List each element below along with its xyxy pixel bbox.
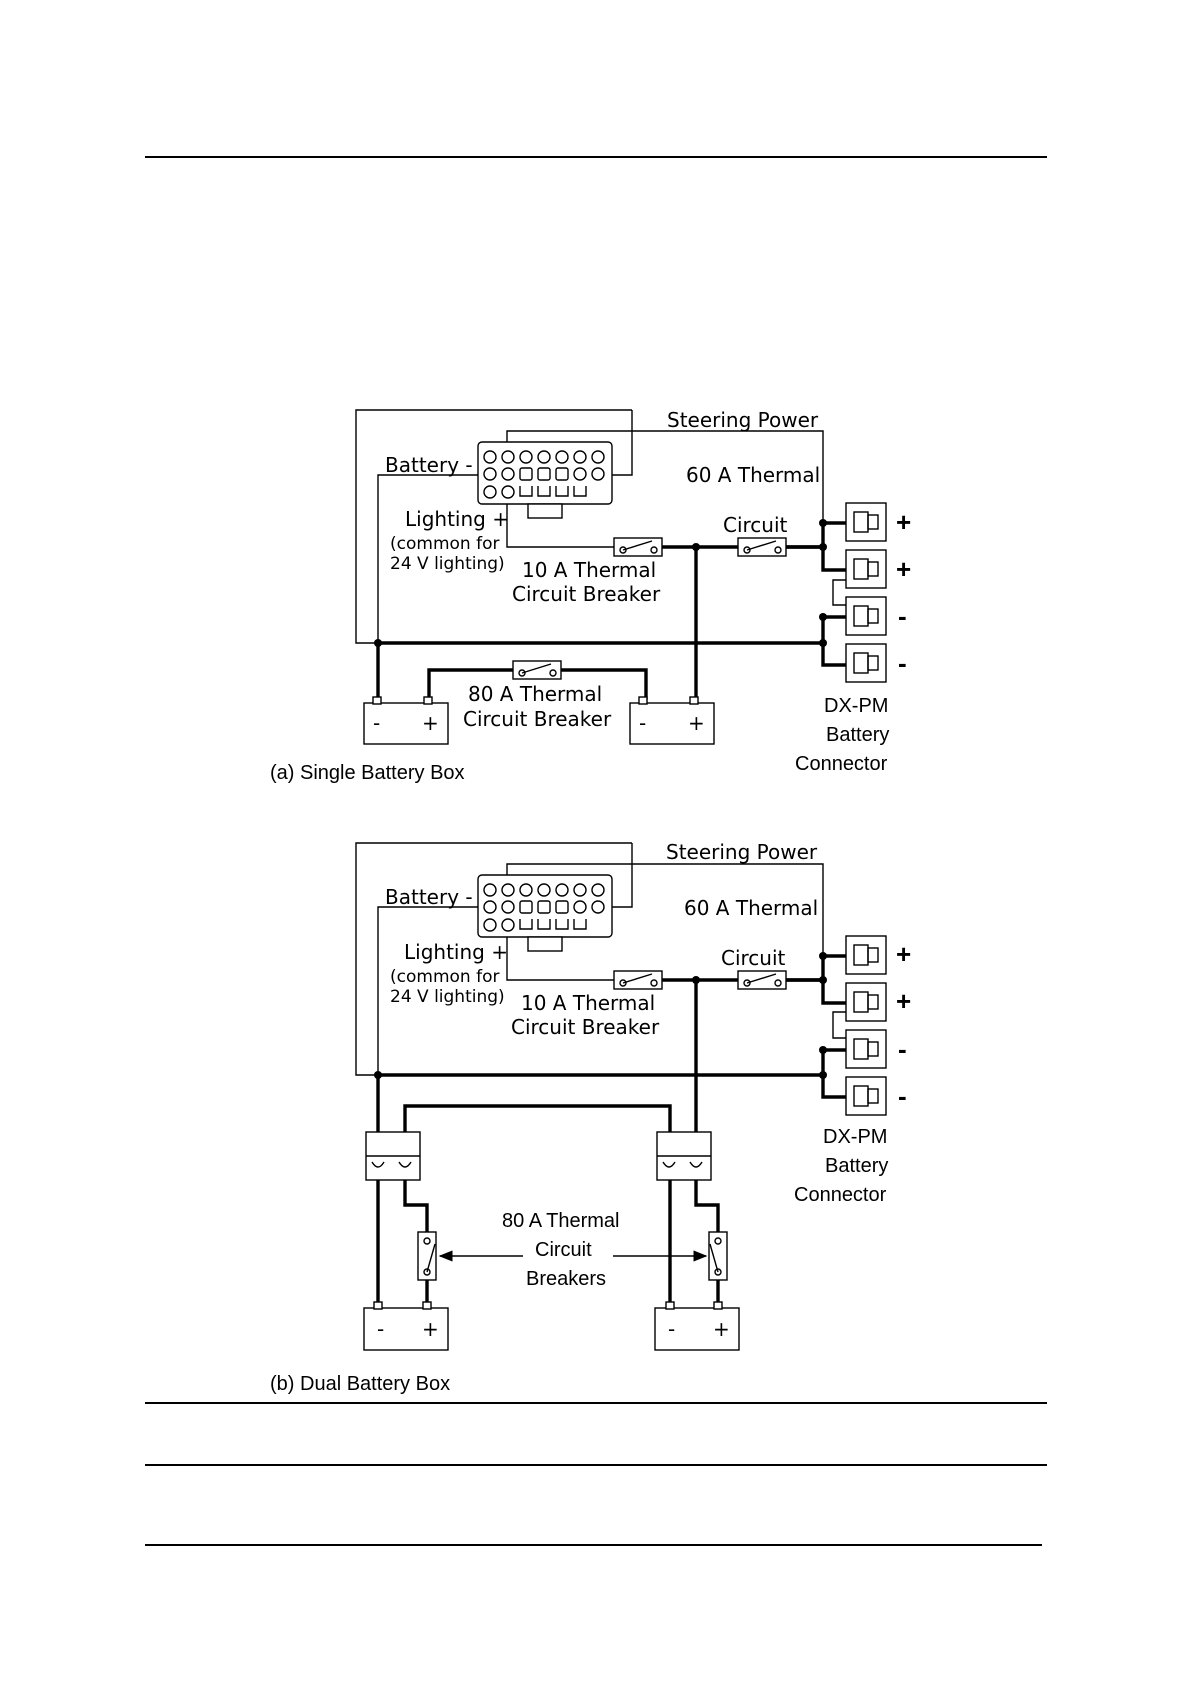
b-left-battery-box-terminal [365,1131,421,1181]
b-pin-symbol-4: - [898,1081,907,1111]
a-label-steering-power: Steering Power [667,408,819,432]
a-battery-minus-wire [377,474,488,643]
b-cross-link [403,1104,672,1132]
a-label-60a-line1: 60 A Thermal [686,463,820,487]
svg-text:-: - [373,711,380,735]
a-caption: (a) Single Battery Box [270,762,465,784]
a-junction-dot [692,543,700,551]
b-junction-dot [692,976,700,984]
b-label-80a-line3: Breakers [526,1268,606,1290]
b-right-to-breaker [694,1180,720,1232]
a-10a-breaker-switch [613,537,663,557]
a-steering-wire-2 [612,410,633,476]
a-60a-breaker-switch [737,537,787,557]
b-label-10a-line2: Circuit Breaker [511,1015,660,1039]
diagram-a-single-battery-box: - + - + Steering Power Battery - 60 A Th… [270,408,911,784]
a-lighting-wire [506,495,614,548]
b-lighting-wire [506,927,614,981]
b-label-steering-power: Steering Power [666,840,818,864]
b-pin-symbol-2: + [896,986,911,1016]
b-left-to-breaker [403,1180,429,1232]
b-dxpm-connector [845,935,887,1116]
a-junction-dot [819,519,827,527]
b-label-60a-line1: 60 A Thermal [684,896,818,920]
b-label-battery-minus: Battery - [385,885,473,909]
svg-text:+: + [688,711,705,735]
b-label-lighting-plus: Lighting + [404,940,508,964]
header-rule [145,156,1047,158]
b-steering-wire-2 [612,843,633,908]
b-harness-connector [477,874,613,952]
a-conn-jumper [832,579,846,606]
b-battery-minus-wire [377,906,488,1075]
a-label-10a-line2: Circuit Breaker [512,582,661,606]
a-junction-dot [819,613,827,621]
a-label-connector-1: DX-PM [824,695,888,717]
b-label-10a-line1: 10 A Thermal [521,991,655,1015]
b-label-60a-line2: Circuit [721,946,786,970]
b-conn-jumper [832,1011,846,1039]
b-pin-symbol-1: + [896,939,911,969]
svg-text:+: + [422,1317,439,1341]
b-label-80a-line1: 80 A Thermal [502,1210,619,1232]
a-harness-connector [477,441,613,519]
a-label-battery-minus: Battery - [385,453,473,477]
a-pin-symbol-1: + [896,507,911,537]
b-caption: (b) Dual Battery Box [270,1373,450,1395]
a-dxpm-connector [845,502,887,683]
b-label-lighting-note-2: 24 V lighting) [390,987,505,1007]
b-junction-dot [819,976,827,984]
b-junction-dot [374,1071,382,1079]
a-battery-left: - + [363,696,449,745]
a-junction-dot [819,543,827,551]
svg-text:-: - [639,711,646,735]
footer-rule-3 [145,1544,1042,1546]
a-junction-dot [374,639,382,647]
a-pin-symbol-3: - [898,601,907,631]
svg-text:+: + [422,711,439,735]
b-label-connector-1: DX-PM [823,1126,887,1148]
b-10a-breaker-switch [613,970,663,990]
b-label-80a-line2: Circuit [535,1239,592,1261]
footer-rule-2 [145,1464,1047,1466]
a-label-lighting-note-2: 24 V lighting) [390,554,505,574]
a-label-lighting-plus: Lighting + [405,507,509,531]
a-pin-symbol-4: - [898,648,907,678]
b-junction-dot [819,1071,827,1079]
b-60a-breaker-switch [737,970,787,990]
svg-text:-: - [377,1317,384,1341]
a-label-connector-2: Battery [826,724,889,746]
a-label-60a-line2: Circuit [723,513,788,537]
a-label-10a-line1: 10 A Thermal [522,558,656,582]
b-right-80a-breaker-switch [708,1231,728,1281]
b-left-80a-breaker-switch [417,1231,437,1281]
a-label-80a-line2: Circuit Breaker [463,707,612,731]
a-label-80a-line1: 80 A Thermal [468,682,602,706]
svg-text:+: + [713,1317,730,1341]
b-label-lighting-note-1: (common for [390,967,499,987]
a-label-lighting-note-1: (common for [390,534,499,554]
a-label-connector-3: Connector [795,753,888,775]
a-junction-dot [819,639,827,647]
b-label-connector-2: Battery [825,1155,888,1177]
a-battery-right: - + [629,696,715,745]
b-right-battery-box-terminal [656,1131,712,1181]
b-battery-right: - + [654,1301,740,1351]
diagram-b-dual-battery-box: - + - + Steering Power Battery - 60 A Th… [270,840,911,1395]
b-pin-symbol-3: - [898,1034,907,1064]
svg-text:-: - [668,1317,675,1341]
b-battery-left: - + [363,1301,449,1351]
a-80a-breaker-switch [512,660,562,680]
b-label-connector-3: Connector [794,1184,887,1206]
a-pin-symbol-2: + [896,554,911,584]
a-80a-wire-2 [561,668,648,700]
b-junction-dot [819,952,827,960]
footer-rule-1 [145,1402,1047,1404]
b-junction-dot [819,1046,827,1054]
a-80a-wire [427,668,513,700]
